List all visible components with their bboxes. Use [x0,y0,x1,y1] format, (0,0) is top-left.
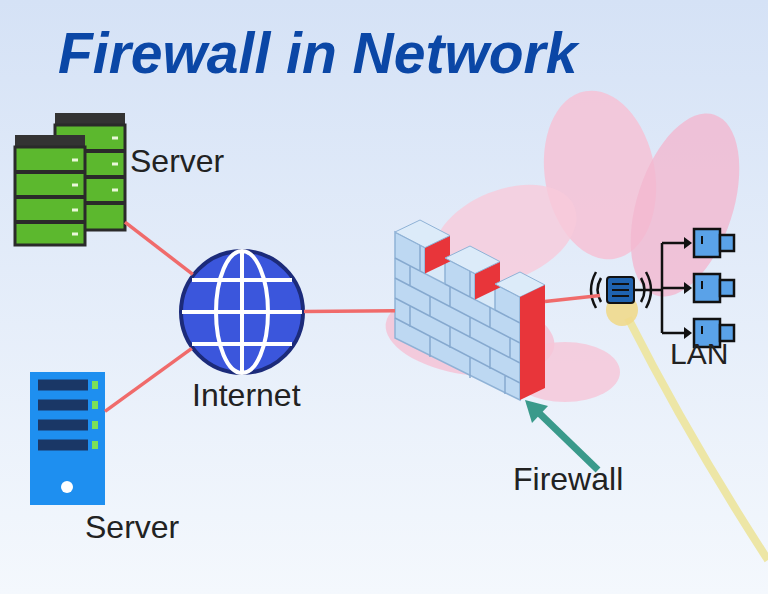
power-button [61,481,73,493]
wall-front [395,232,520,400]
network-link [304,309,395,313]
globe-body [181,251,303,373]
computer-screen [694,274,720,302]
tower-slots [38,385,88,445]
network-link [545,295,600,301]
rack-leds [72,138,118,234]
lan-wiring [634,243,684,333]
wall-top [395,220,450,248]
computer-side [720,280,734,296]
pointer-arrowhead [525,400,548,423]
network-link [105,348,192,411]
wall-top [445,246,500,274]
tower-body [30,372,105,505]
tower-leds [92,385,98,445]
network-link [125,222,193,274]
brick-wall-icon [395,220,545,400]
globe-lines [182,251,302,373]
server-tower-icon [30,372,105,505]
wall-mortar [395,243,520,394]
rack-top [15,135,85,147]
rack-top [55,113,125,125]
lan-node: LAN [600,225,740,350]
server-rack-icon [15,113,125,245]
firewall-node: Firewall [395,220,545,400]
router-ports [612,284,629,296]
computer-icons [694,229,734,347]
rack-body [15,147,85,245]
node-label: Server [85,510,179,545]
node-label: Server [130,144,224,179]
node-label: Internet [192,378,301,413]
rack-slots [15,172,85,222]
computer-screen [694,229,720,257]
node-label: Firewall [513,462,623,497]
internet-node: Internet [180,250,304,374]
router-body [607,277,634,303]
server-node: Server [15,112,125,248]
server-node: Server [30,372,105,505]
node-label: LAN [670,337,728,370]
diagram-title: Firewall in Network [58,20,577,86]
flower-stem [628,318,768,560]
globe-icon [181,251,303,373]
computer-detail [701,236,703,334]
lan-arrowheads [684,237,692,339]
wall-side [520,285,545,400]
computer-side [720,235,734,251]
